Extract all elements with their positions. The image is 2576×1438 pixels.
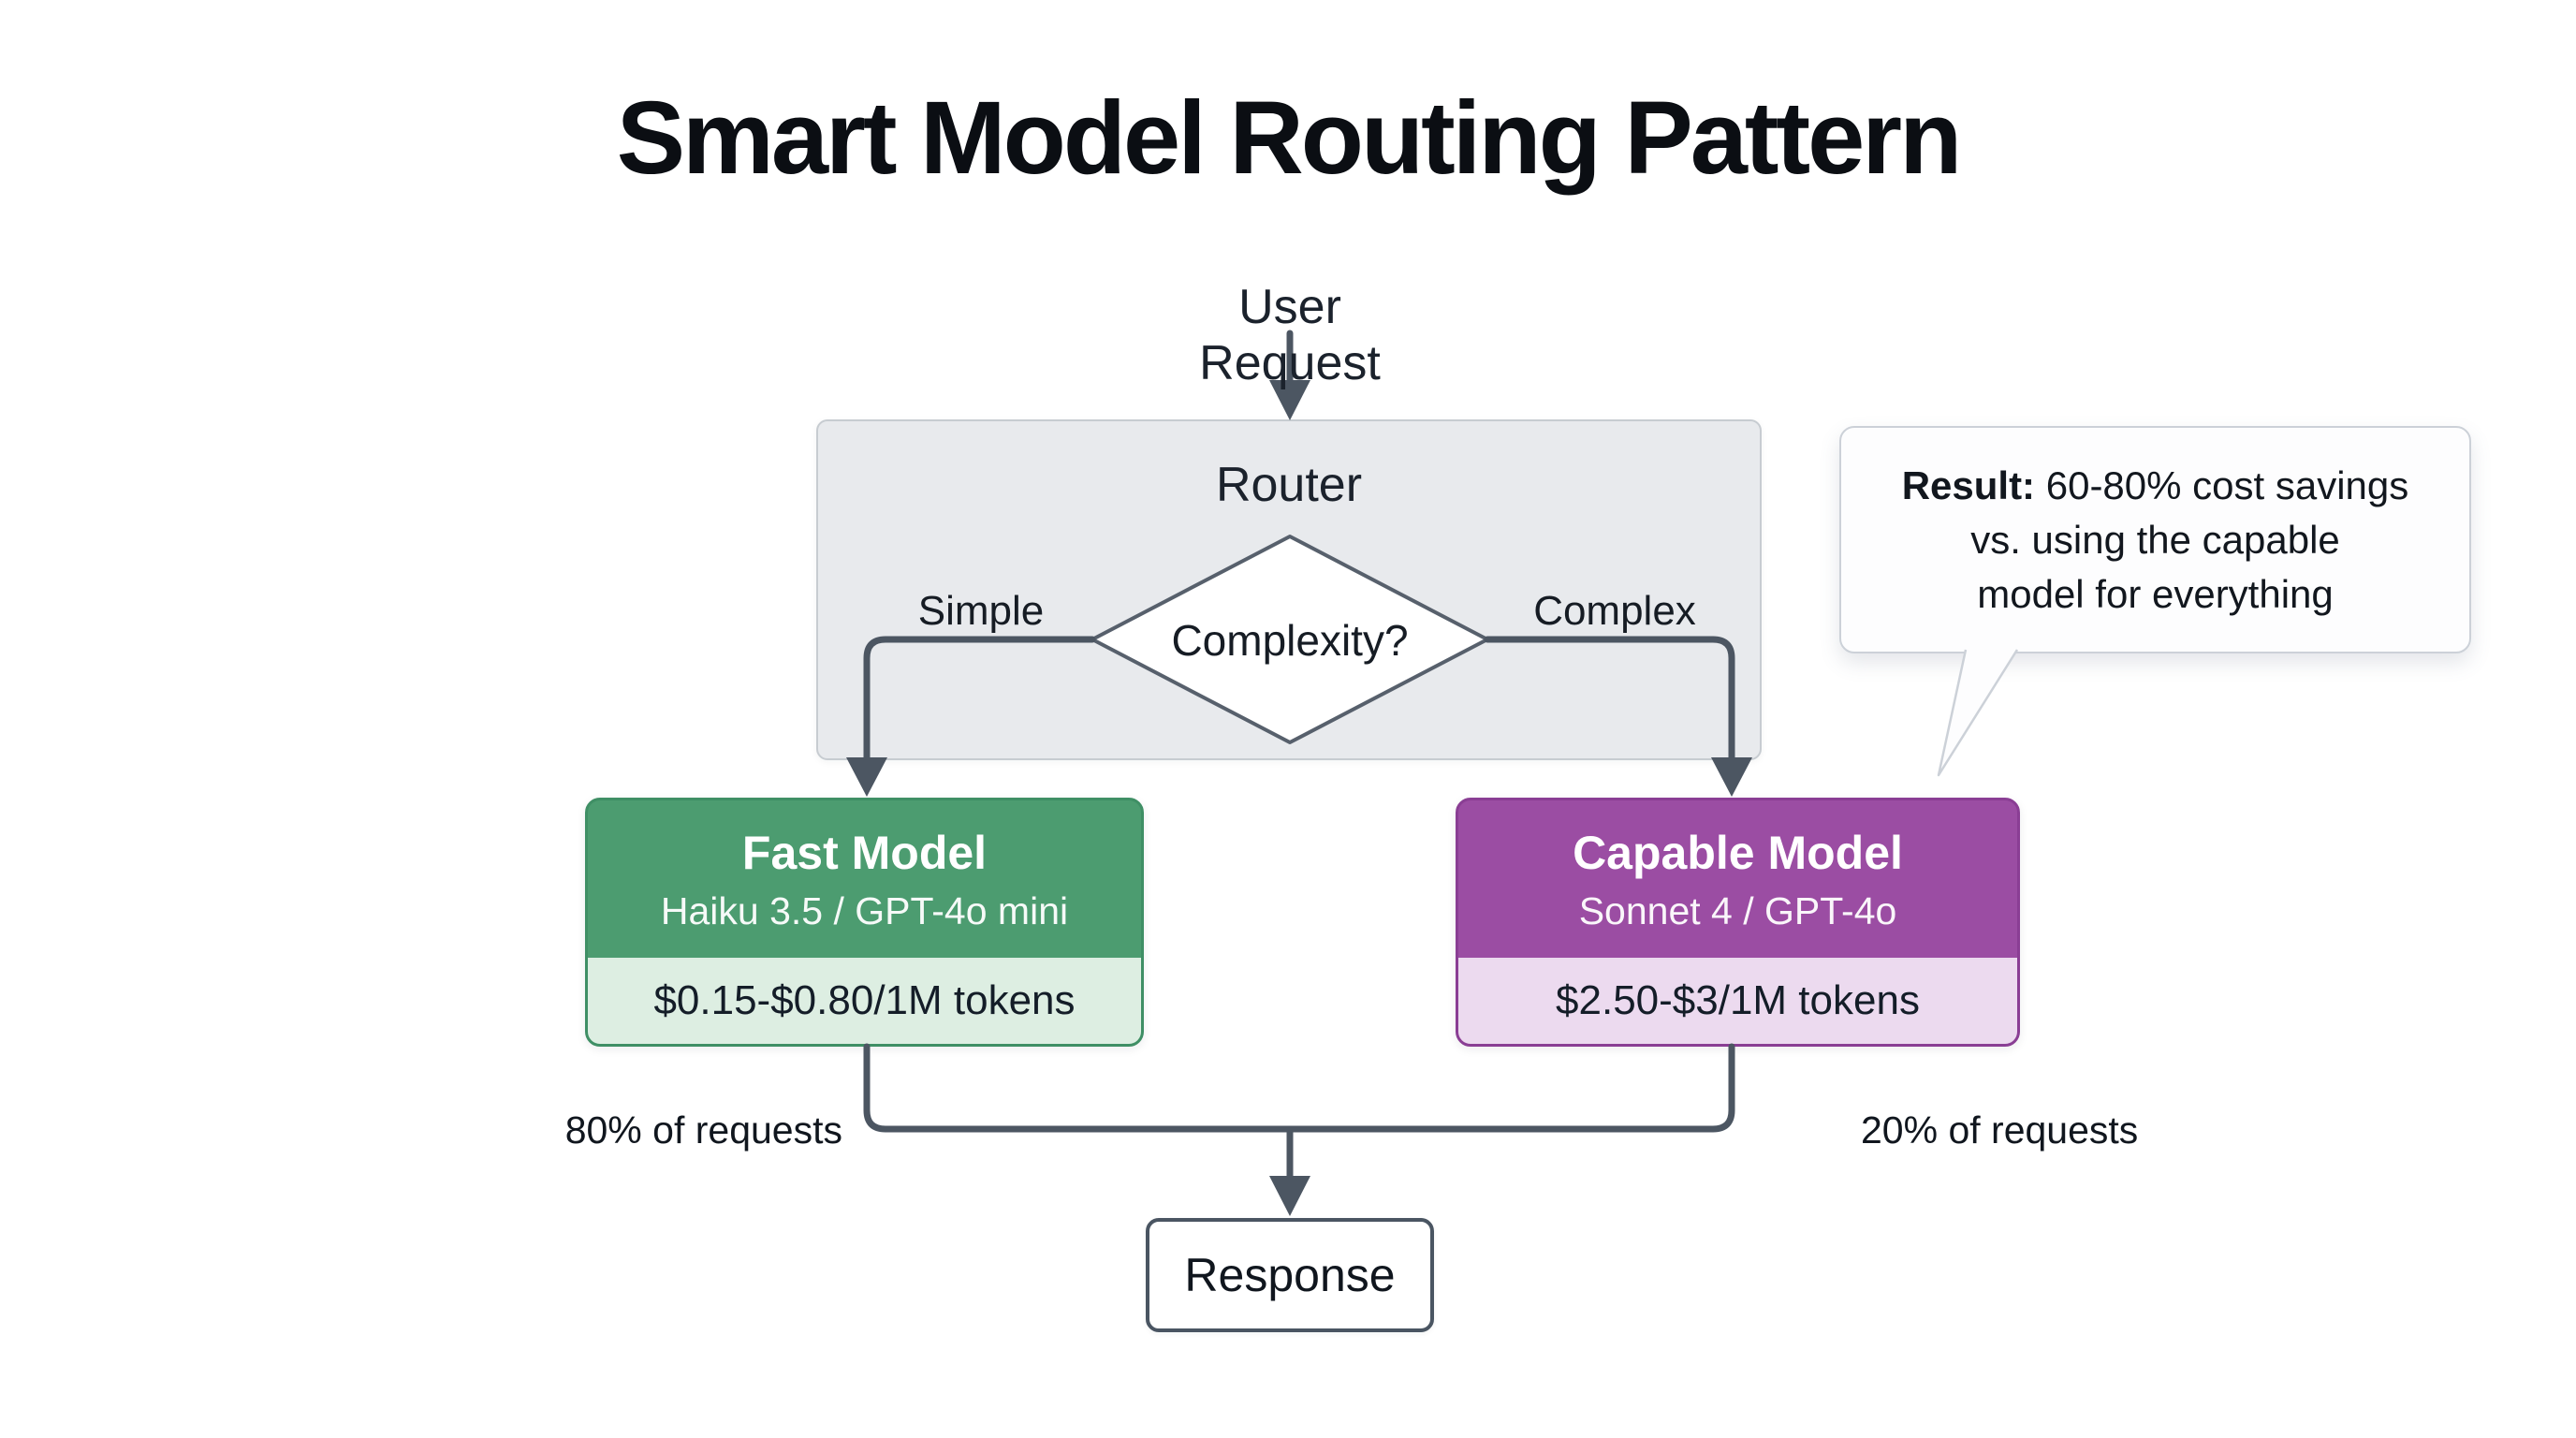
- callout-lead: Result:: [1901, 462, 2036, 507]
- capable-model-box: Capable Model Sonnet 4 / GPT-4o $2.50-$3…: [1456, 798, 2020, 1047]
- callout-line-1-rest: 60-80% cost savings: [2035, 462, 2409, 507]
- router-label: Router: [1215, 458, 1363, 512]
- fast-model-name: Fast Model: [741, 826, 988, 879]
- result-callout: Result: 60-80% cost savings vs. using th…: [1839, 426, 2471, 653]
- callout-line-1: Result: 60-80% cost savings: [1860, 459, 2451, 513]
- fast-model-price: $0.15-$0.80/1M tokens: [588, 958, 1141, 1044]
- callout-line-3: model for everything: [1977, 571, 2334, 616]
- user-request-label: User Request: [1199, 280, 1381, 390]
- capable-share-label: 20% of requests: [1861, 1108, 2139, 1152]
- callout-tail-fill: [1939, 648, 2017, 775]
- fast-model-box: Fast Model Haiku 3.5 / GPT-4o mini $0.15…: [585, 798, 1144, 1047]
- capable-model-price: $2.50-$3/1M tokens: [1458, 958, 2017, 1044]
- fast-model-subtitle: Haiku 3.5 / GPT-4o mini: [660, 888, 1069, 932]
- capable-model-name: Capable Model: [1573, 826, 1903, 879]
- connector-fast-to-merge: [863, 1043, 1294, 1133]
- callout-line-2: vs. using the capable: [1970, 517, 2340, 562]
- complexity-decision-label: Complexity?: [1171, 616, 1409, 665]
- simple-branch-label: Simple: [917, 588, 1045, 634]
- arrowhead-into-fast-model: [846, 757, 887, 797]
- arrowhead-into-capable-model: [1711, 757, 1752, 797]
- capable-model-header: Capable Model Sonnet 4 / GPT-4o: [1458, 800, 2017, 958]
- fast-model-header: Fast Model Haiku 3.5 / GPT-4o mini: [588, 800, 1141, 958]
- capable-model-subtitle: Sonnet 4 / GPT-4o: [1578, 888, 1897, 932]
- response-label: Response: [1184, 1249, 1396, 1301]
- arrowhead-into-response: [1269, 1176, 1310, 1216]
- callout-tail: [1937, 648, 2019, 777]
- connector-capable-to-merge: [1286, 1043, 1735, 1133]
- diagram-title: Smart Model Routing Pattern: [616, 81, 1963, 196]
- complex-branch-label: Complex: [1533, 588, 1696, 634]
- response-box: Response: [1146, 1218, 1434, 1332]
- fast-share-label: 80% of requests: [564, 1108, 842, 1152]
- callout-tail-border: [1937, 649, 2019, 777]
